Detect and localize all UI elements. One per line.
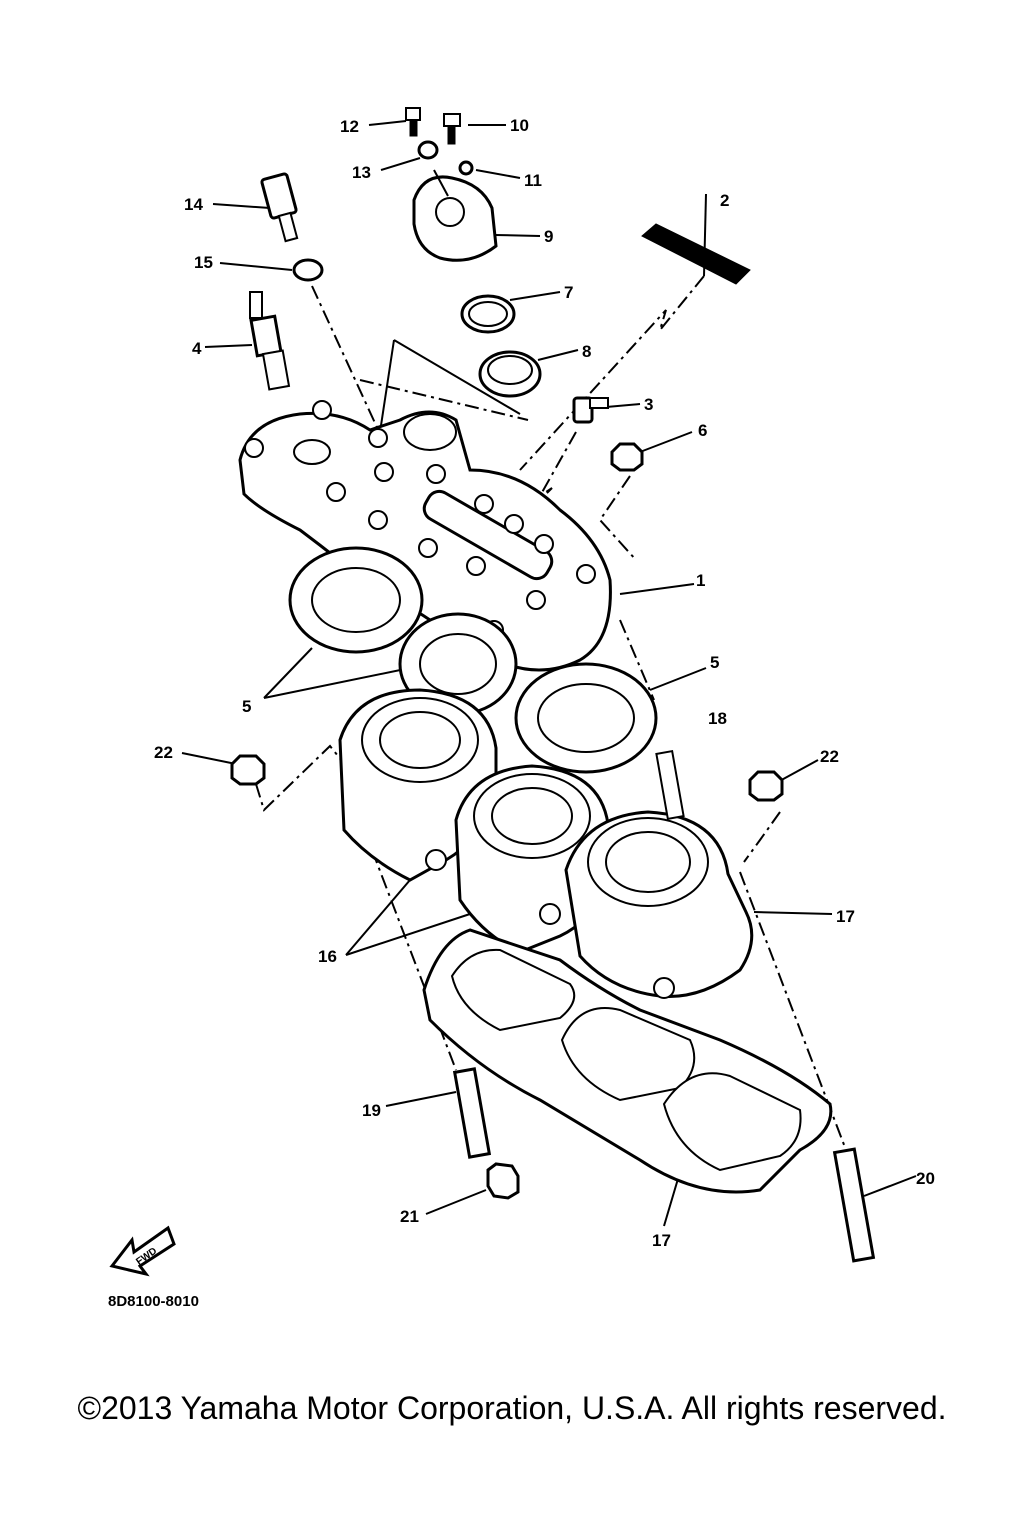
callout-8: 8 (582, 342, 591, 361)
copyright-notice: ©2013 Yamaha Motor Corporation, U.S.A. A… (77, 1390, 947, 1426)
callout-labels: 1 2 3 4 5 5 6 6 7 8 9 10 11 12 13 14 15 … (154, 116, 935, 1250)
bolt-12 (405, 107, 421, 137)
leader-lines (181, 120, 917, 1227)
washer-13 (417, 140, 439, 160)
callout-11: 11 (524, 171, 542, 190)
front-direction-arrow-icon: FWD (109, 1225, 176, 1277)
nut-21 (486, 1162, 520, 1200)
sensor-14 (260, 172, 299, 243)
nut-6-top (610, 442, 644, 472)
callout-17a: 17 (836, 907, 855, 926)
gasket-15 (292, 258, 324, 282)
callout-12: 12 (340, 117, 359, 136)
stud-19 (452, 1067, 492, 1159)
callout-13: 13 (352, 163, 371, 182)
callout-7: 7 (564, 283, 573, 302)
callout-17b: 17 (652, 1231, 671, 1250)
thermostat-cover-9 (412, 169, 498, 262)
callout-15: 15 (194, 253, 213, 272)
callout-4: 4 (192, 339, 202, 358)
head-gaskets-5 (288, 546, 658, 774)
o-ring-7-inner (468, 301, 508, 327)
callout-21: 21 (400, 1207, 419, 1226)
callout-1: 1 (696, 571, 705, 590)
callout-5b: 5 (710, 653, 719, 672)
callout-5a: 5 (242, 697, 251, 716)
callout-14: 14 (184, 195, 203, 214)
base-gasket-17 (422, 928, 833, 1194)
callout-9: 9 (544, 227, 553, 246)
callout-22b: 22 (820, 747, 839, 766)
washer-11 (458, 160, 474, 176)
fitting-3 (572, 396, 609, 424)
callout-6a: 6 (698, 421, 707, 440)
callout-18: 18 (708, 709, 727, 728)
callout-20: 20 (916, 1169, 935, 1188)
stud-18 (655, 749, 685, 821)
callout-3: 3 (644, 395, 653, 414)
nut-22-left (230, 754, 266, 786)
stud-20 (832, 1147, 876, 1263)
nut-22-right (748, 770, 784, 802)
callout-19: 19 (362, 1101, 381, 1120)
bolt-10 (443, 113, 461, 145)
callout-2: 2 (720, 191, 729, 210)
callout-10: 10 (510, 116, 529, 135)
callout-16: 16 (318, 947, 337, 966)
label-2 (641, 223, 751, 285)
thermostat-8 (478, 350, 542, 398)
callout-22a: 22 (154, 743, 173, 762)
cylinders-16 (338, 688, 754, 999)
drawing-code: 8D8100-8010 (108, 1293, 199, 1310)
spark-plug-4 (249, 291, 291, 391)
